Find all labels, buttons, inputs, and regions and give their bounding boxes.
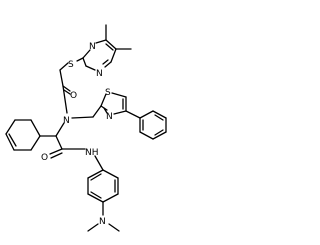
cyclohexene-ring bbox=[5, 119, 41, 151]
phenyl-ring bbox=[125, 110, 167, 140]
pyrimidine-ring bbox=[82, 24, 132, 71]
atom-o-amide: O bbox=[41, 153, 48, 163]
thiazole-ring bbox=[100, 92, 127, 115]
acyl-group bbox=[62, 85, 71, 114]
atom-s-thiazole: S bbox=[105, 88, 111, 98]
atom-nh-amide: NH bbox=[85, 148, 99, 158]
atom-n-dimethylamino: N bbox=[99, 217, 106, 227]
methylene-linker bbox=[71, 105, 102, 119]
molecule-structure: N N S O N S N O NH N bbox=[5, 24, 167, 232]
aniline-ring bbox=[87, 169, 119, 203]
atom-s-thioether: S bbox=[68, 60, 74, 70]
thioether-linker bbox=[59, 57, 84, 87]
atom-o-acyl: O bbox=[70, 91, 77, 101]
molecule-canvas: N N S O N S N O NH N bbox=[5, 24, 167, 232]
atom-n-amide-central: N bbox=[63, 116, 70, 126]
alpha-carbon bbox=[39, 122, 65, 150]
dimethylamino-group bbox=[87, 201, 120, 232]
atom-n-pyrimidine-top: N bbox=[89, 42, 96, 52]
amide-group bbox=[49, 148, 104, 171]
atom-n-thiazole: N bbox=[106, 112, 113, 122]
atom-n-pyrimidine-bottom: N bbox=[96, 69, 103, 79]
